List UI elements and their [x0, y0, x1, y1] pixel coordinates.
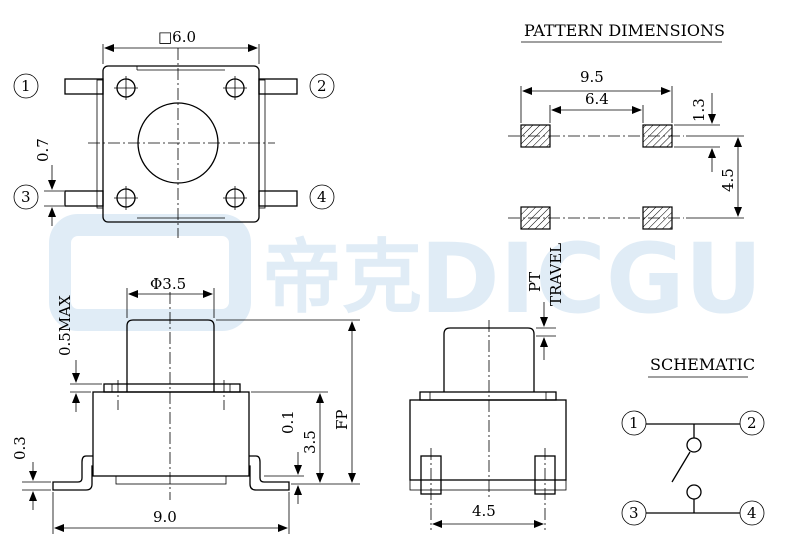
- schematic-pin-1: 1: [629, 414, 639, 432]
- watermark-cn: 帝克: [262, 231, 422, 324]
- side-view: Φ3.5 0.5MAX 0.3 FP 3.5 0.1 9.0: [11, 275, 360, 534]
- pattern-inner-width: 6.4: [585, 90, 609, 108]
- front-view-pt-label: PT: [526, 272, 544, 292]
- schematic-title: SCHEMATIC: [650, 355, 755, 374]
- watermark-latin: DICGU: [420, 223, 763, 335]
- pattern-outer-width: 9.5: [580, 68, 604, 86]
- top-view-pin-2: 2: [317, 77, 327, 95]
- top-view-lead-1: [64, 78, 104, 95]
- side-view-lead-left: [52, 455, 93, 491]
- front-view-width-label: 4.5: [472, 502, 496, 520]
- top-view-inner-frame-right: [258, 79, 266, 209]
- side-view-collar: [103, 383, 241, 393]
- front-view-travel-label: TRAVEL: [547, 243, 565, 306]
- pattern-title: PATTERN DIMENSIONS: [524, 21, 725, 40]
- schematic-pin-4-marker: [739, 500, 765, 526]
- watermark-logo-frame: [49, 214, 251, 331]
- side-view-lead-label: 0.3: [11, 436, 29, 460]
- schematic: SCHEMATIC 1 2 3 4: [621, 355, 765, 526]
- pattern-pad-height: 1.3: [690, 98, 708, 122]
- top-view-pin-1: 1: [21, 77, 31, 95]
- side-view-base-recess: [115, 475, 227, 485]
- top-view-pin-1-marker: [13, 73, 39, 99]
- side-view-body: [92, 391, 250, 477]
- side-view-plunger: [126, 319, 215, 392]
- side-view-plunger-dia: Φ3.5: [150, 275, 186, 293]
- schematic-pin-2-marker: [739, 410, 765, 436]
- front-view: PT TRAVEL 4.5: [409, 243, 567, 530]
- side-view-lead-right: [249, 455, 290, 491]
- top-view-lead-3: [64, 190, 104, 207]
- side-view-height-label: 3.5: [301, 430, 319, 454]
- top-view-pin-3-marker: [13, 184, 39, 210]
- top-view-pin-2-marker: [309, 73, 335, 99]
- top-view-pin-4-marker: [309, 184, 335, 210]
- top-view-pin-3: 3: [21, 188, 31, 206]
- schematic-pin-1-marker: [621, 410, 647, 436]
- side-view-base-label: 0.1: [279, 410, 297, 434]
- schematic-pin-3-marker: [621, 500, 647, 526]
- schematic-pin-4: 4: [747, 504, 757, 522]
- side-view-max-label: 0.5MAX: [56, 295, 74, 356]
- top-view-size-label: □6.0: [158, 28, 196, 46]
- front-view-body: [409, 399, 567, 481]
- side-view-width-label: 9.0: [153, 508, 177, 526]
- top-view-pin-4: 4: [317, 188, 327, 206]
- pattern-pitch: 4.5: [719, 168, 737, 192]
- schematic-pin-3: 3: [629, 504, 639, 522]
- top-view-lead-2: [258, 78, 298, 95]
- front-view-collar: [419, 391, 557, 401]
- schematic-pin-2: 2: [747, 414, 757, 432]
- top-view: □6.0 0.7 1 2 3 4: [13, 28, 335, 238]
- pattern-dimensions: PATTERN DIMENSIONS 9.5 6.4 1.3 4.5: [508, 21, 744, 230]
- schematic-switch-lever: [671, 451, 691, 483]
- side-view-fp-label: FP: [333, 409, 351, 430]
- top-view-inner-frame: [96, 79, 104, 209]
- top-view-pitch-label: 0.7: [34, 138, 52, 162]
- top-view-lead-4: [258, 190, 298, 207]
